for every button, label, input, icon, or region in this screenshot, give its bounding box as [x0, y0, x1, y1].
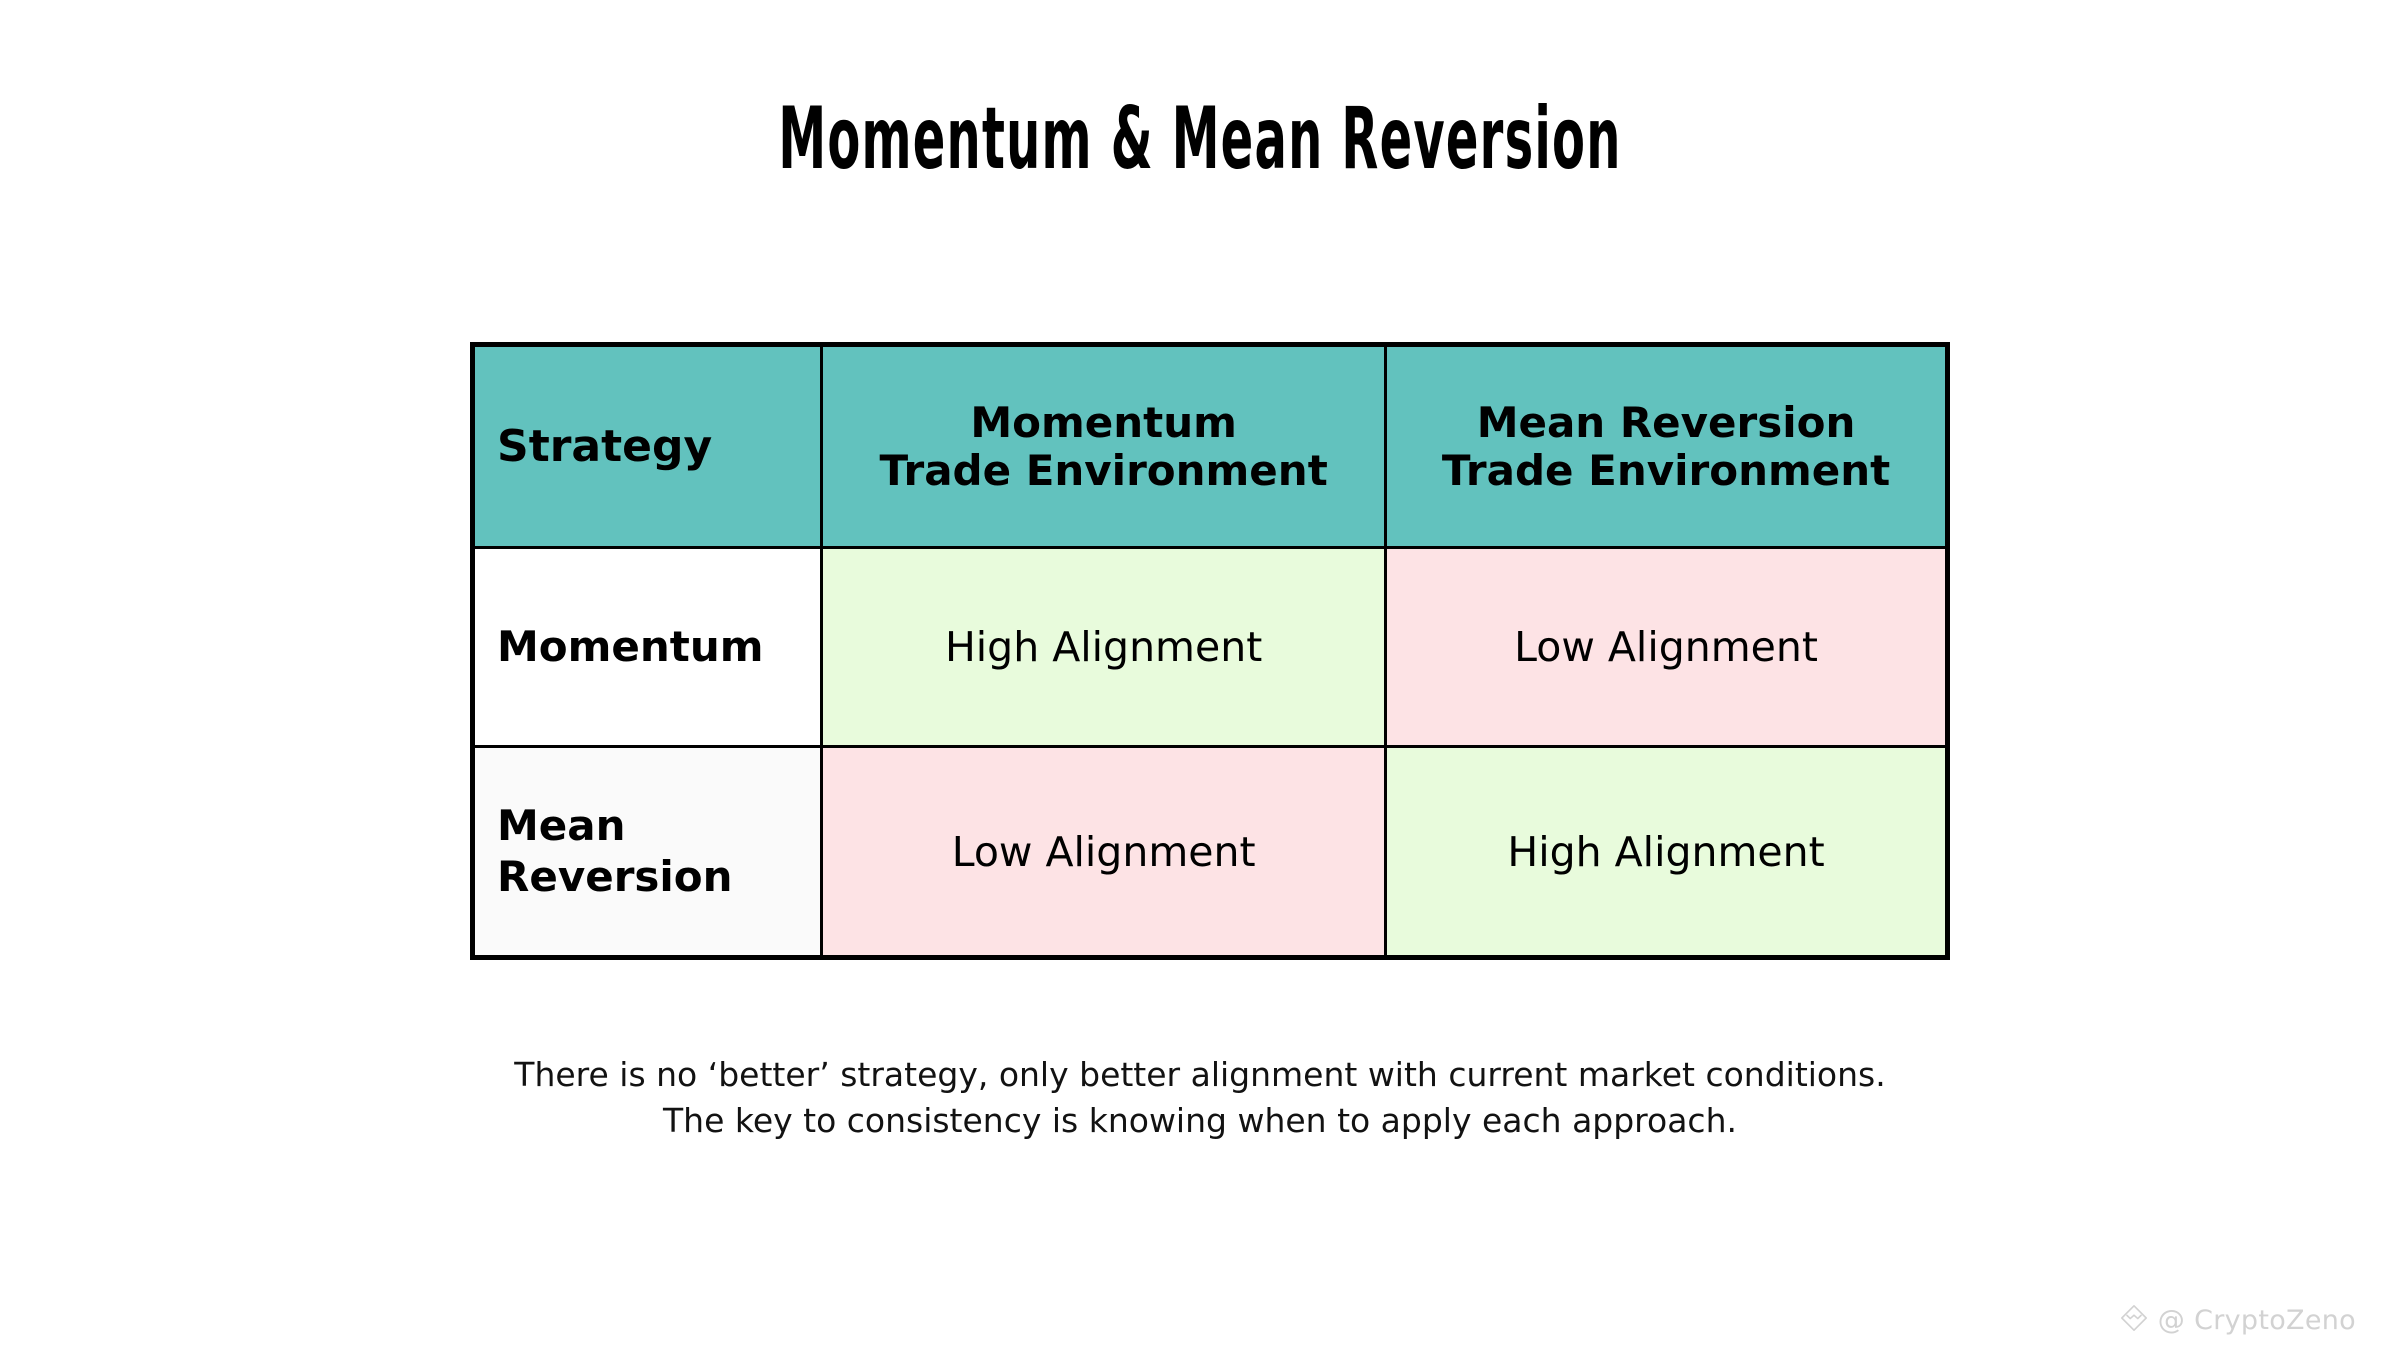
caption-block: There is no ‘better’ strategy, only bett… [0, 1052, 2400, 1144]
page-title: Momentum & Mean Reversion [778, 89, 1622, 189]
strategy-alignment-matrix: Strategy Momentum Trade Environment Mean… [470, 342, 1950, 960]
header-strategy-label: Strategy [497, 420, 713, 472]
watermark: @ CryptoZeno [2119, 1303, 2356, 1338]
header-meanreversion-environment: Mean Reversion Trade Environment [1384, 343, 1949, 549]
cell-momentum-in-momentum-env: High Alignment [820, 545, 1388, 749]
table-row-mean-reversion: Mean Reversion Low Alignment High Alignm… [470, 745, 1949, 959]
cell-momentum-in-meanreversion-env: Low Alignment [1384, 545, 1949, 749]
watermark-handle: CryptoZeno [2194, 1305, 2356, 1336]
header-strategy: Strategy [470, 343, 824, 549]
row-label-mean-reversion: Mean Reversion [470, 745, 824, 959]
header-momentum-environment: Momentum Trade Environment [820, 343, 1388, 549]
table-row-momentum: Momentum High Alignment Low Alignment [470, 545, 1949, 749]
header-momentum-line2: Trade Environment [879, 445, 1328, 495]
row-label-mean-reversion-line1: Mean [497, 801, 626, 851]
row-label-momentum-text: Momentum [497, 622, 764, 672]
cell-meanreversion-in-momentum-env: Low Alignment [820, 745, 1388, 959]
header-momentum-line1: Momentum [970, 398, 1237, 448]
row-label-momentum: Momentum [470, 545, 824, 749]
caption-line-2: The key to consistency is knowing when t… [663, 1101, 1737, 1140]
cell-meanreversion-in-meanreversion-env: High Alignment [1384, 745, 1949, 959]
row-label-mean-reversion-line2: Reversion [497, 851, 733, 901]
diamond-chevron-logo-icon [2119, 1303, 2149, 1338]
table-header-row: Strategy Momentum Trade Environment Mean… [470, 343, 1949, 549]
at-symbol-icon: @ [2157, 1305, 2186, 1336]
caption-line-1: There is no ‘better’ strategy, only bett… [514, 1055, 1886, 1094]
header-meanreversion-line1: Mean Reversion [1476, 398, 1856, 448]
header-meanreversion-line2: Trade Environment [1441, 445, 1891, 495]
